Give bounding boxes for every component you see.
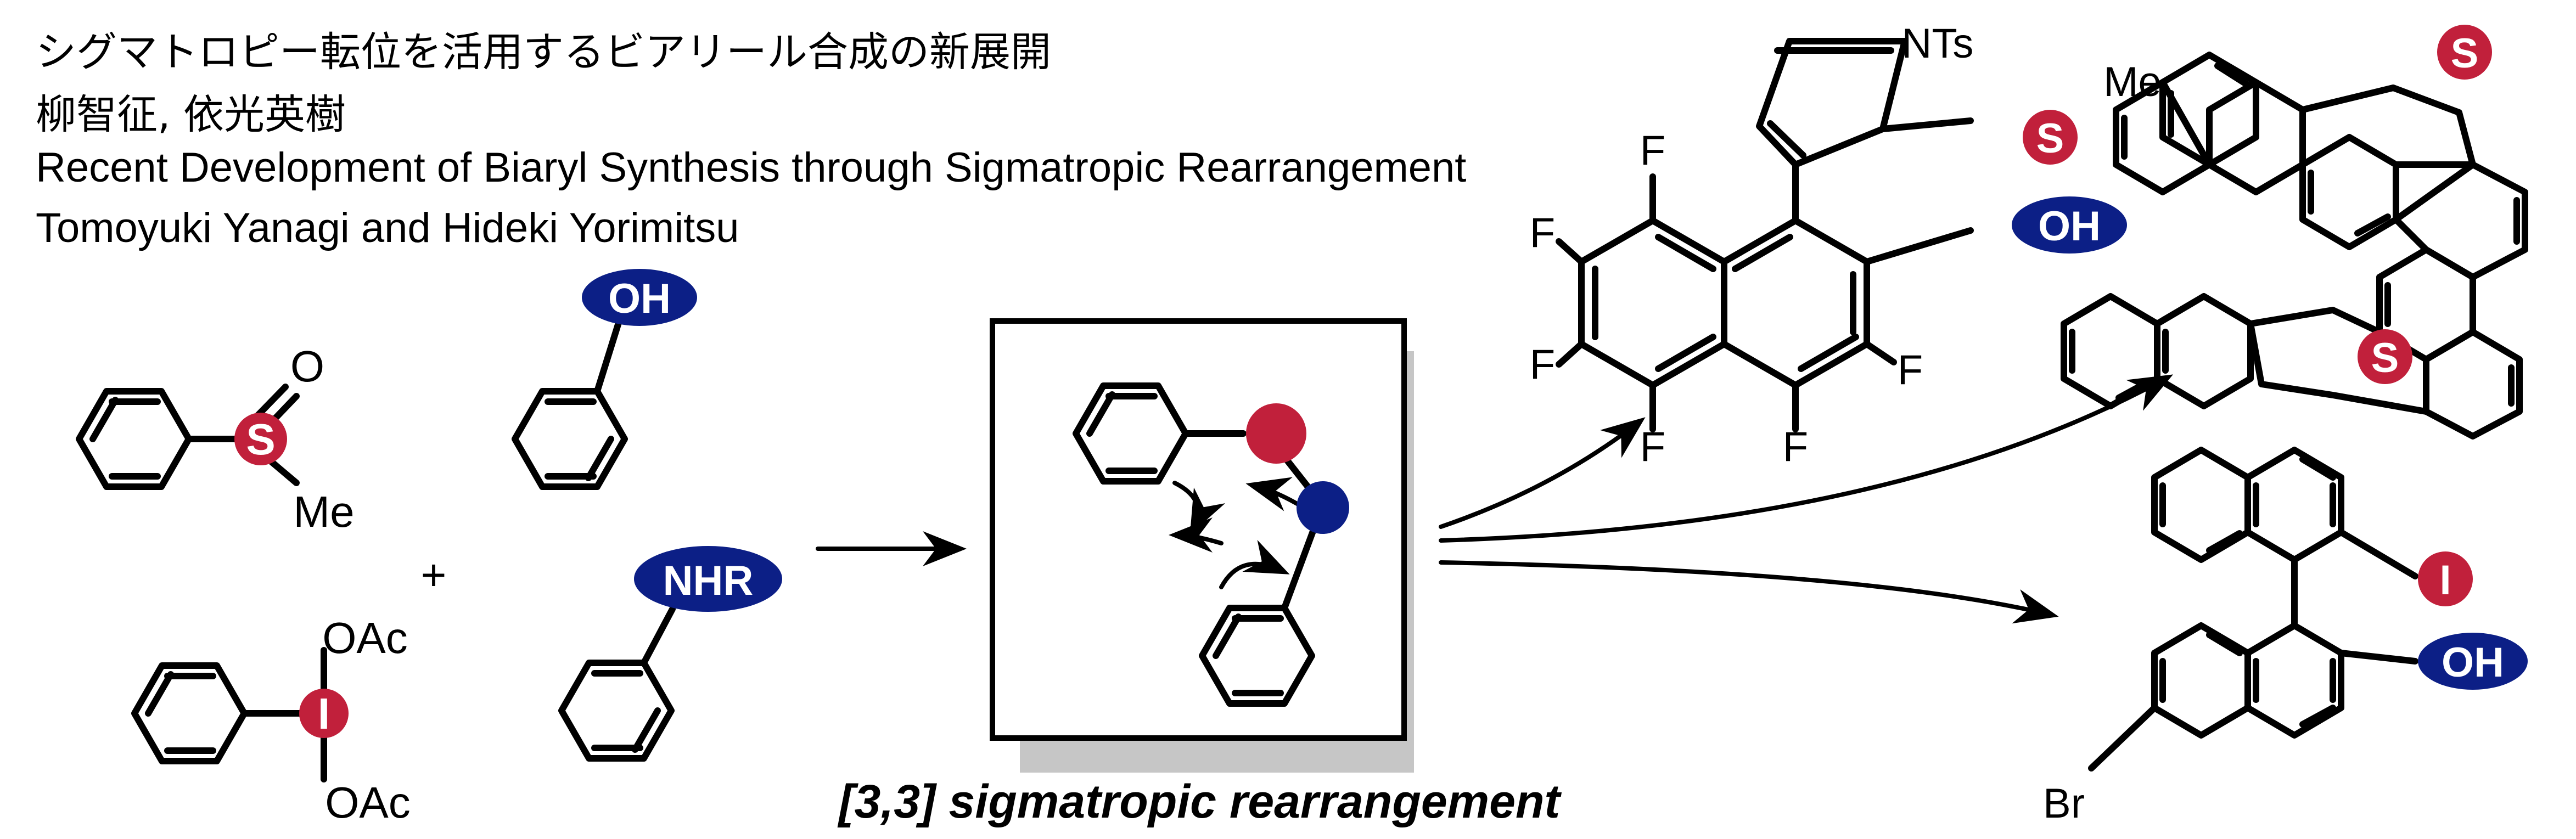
- fluorine-label-1: F: [1640, 127, 1665, 174]
- title-japanese: シグマトロピー転位を活用するビアリール合成の新展開: [36, 29, 1051, 76]
- iodine-atom: [299, 689, 349, 738]
- helicene-s-top-label: S: [2451, 30, 2479, 77]
- phenol-molecule: [512, 318, 628, 490]
- fluorine-label-5: F: [1783, 424, 1808, 470]
- binaphthol-molecule: [2088, 447, 2418, 772]
- fluorine-label-6: F: [1898, 347, 1923, 393]
- mechanism-caption: [3,3] sigmatropic rearrangement: [837, 775, 1562, 828]
- binaphthol-i-label: I: [2439, 557, 2451, 604]
- phenol-oh-ellipse: [582, 269, 697, 326]
- aniline-nhr-ellipse: [634, 546, 782, 612]
- thiahelicene-molecule: [2061, 52, 2528, 440]
- iodane-i-label: I: [318, 689, 330, 738]
- naphthol-oh-ellipse: [2012, 196, 2127, 254]
- iodane-molecule: [131, 647, 327, 782]
- mechanism-blue-atom: [1297, 481, 1349, 534]
- aniline-molecule: [558, 606, 676, 762]
- binaphthol-oh-label: OH: [2442, 639, 2504, 686]
- authors-japanese: 柳智征, 依光英樹: [36, 91, 346, 138]
- aniline-nhr-label: NHR: [663, 558, 754, 604]
- helicene-sulfur-bottom: [2358, 329, 2412, 384]
- authors-english: Tomoyuki Yanagi and Hideki Yorimitsu: [36, 205, 739, 251]
- binaphthol-br-label: Br: [2043, 780, 2085, 827]
- reaction-arrows: [816, 374, 2174, 624]
- sulfoxide-me-label: Me: [293, 487, 354, 536]
- sulfoxide-o-label: O: [290, 342, 324, 391]
- fluorine-label-3: F: [1530, 341, 1555, 388]
- naphthol-oh-label: OH: [2038, 203, 2101, 250]
- naphthol-sulfur-atom: [2023, 110, 2078, 165]
- iodane-oac-top: OAc: [322, 613, 408, 662]
- naphthol-me-label: Me: [2103, 59, 2162, 105]
- fluorine-label-2: F: [1530, 210, 1555, 256]
- iodane-oac-bottom: OAc: [325, 778, 411, 827]
- binaphthol-iodine-atom: [2418, 551, 2473, 606]
- title-english: Recent Development of Biaryl Synthesis t…: [36, 144, 1467, 191]
- pyrrole-nts-label: NTs: [1902, 20, 1974, 67]
- fluoronaphthol-molecule: [1556, 38, 1974, 432]
- plus-sign: +: [421, 550, 447, 599]
- fluorine-label-4: F: [1640, 424, 1665, 470]
- phenol-oh-label: OH: [608, 275, 671, 322]
- sulfur-atom: [234, 413, 287, 465]
- naphthol-s-label: S: [2036, 115, 2064, 162]
- shadow-box: [990, 318, 1414, 773]
- binaphthol-oh-ellipse: [2418, 633, 2528, 690]
- helicene-s-bottom-label: S: [2371, 335, 2399, 381]
- mechanism-red-atom: [1246, 403, 1306, 464]
- helicene-sulfur-top: [2437, 25, 2492, 80]
- sulfoxide-s-label: S: [246, 415, 275, 464]
